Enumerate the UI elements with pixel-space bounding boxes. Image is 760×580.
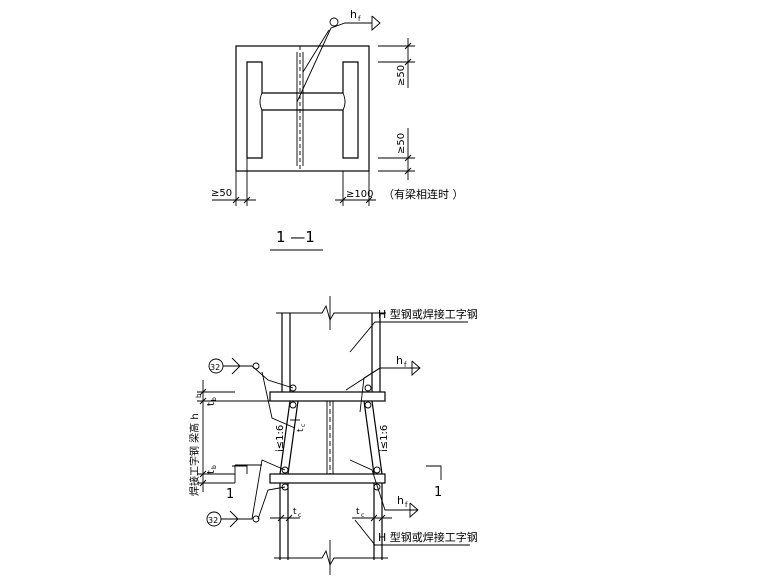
tick-l3 [199, 470, 207, 478]
weld-h-right-bot: h [397, 494, 404, 507]
slope-left: i≤1:6 [275, 425, 286, 452]
end-plate [235, 45, 370, 172]
slope-right-inner [363, 400, 375, 475]
tick-b3 [370, 514, 378, 522]
section-label: 1 —1 [276, 228, 315, 246]
tick-l4 [199, 479, 207, 487]
tick-1 [404, 42, 412, 50]
section-cut-right [426, 465, 442, 480]
bottom-tc-left: t [293, 507, 297, 517]
left-t2-sub: b [211, 465, 218, 469]
left-bot-dot [252, 515, 260, 523]
note-bottom-right: （有梁相连时 ） [383, 187, 464, 201]
weld-leader-right-top [345, 367, 420, 391]
weld-circle-top [329, 17, 339, 27]
weld-joint-7 [281, 483, 289, 491]
weld-joint-2 [364, 384, 372, 392]
weld-joint-6 [373, 466, 381, 474]
h-section-outline [246, 61, 359, 159]
slope-right: i≤1:6 [379, 425, 390, 452]
left-top-arrow [231, 357, 241, 375]
tick-8 [365, 196, 373, 204]
left-vertical-sub: b [195, 393, 203, 398]
weld-leader-top-2 [302, 29, 330, 73]
weld-joint-4 [364, 401, 372, 409]
stiffener-plate-top [269, 391, 386, 402]
bottom-tc-left-sub: c [298, 512, 301, 519]
inner-tc-sub: c [300, 424, 307, 427]
fillet-left [259, 92, 263, 111]
inner-tc: t [296, 428, 306, 432]
stiffener-plate-bottom [269, 473, 386, 484]
weld-h-right-top: h [396, 354, 403, 367]
label-top: H 型钢或焊接工字钢 [378, 307, 478, 321]
tick-b1 [277, 514, 285, 522]
elevation-view: H 型钢或焊接工字钢 H 型钢或焊接工字钢 h f h f 32 32 [188, 296, 478, 575]
left-bot-leader-2 [257, 486, 286, 520]
section-mark-right: 1 [434, 485, 442, 500]
left-vertical-label: 焊接工字钢 梁高 h [188, 413, 201, 496]
bottom-tc-right-sub: c [361, 512, 364, 519]
tick-4 [404, 167, 412, 175]
slope-left-outer [279, 400, 291, 475]
weld-leader-right-top-2 [359, 367, 381, 413]
weld-leader-right-bot [349, 459, 418, 511]
tick-7 [339, 196, 347, 204]
dim-mid-right: ≥50 [396, 133, 407, 154]
tick-l2 [199, 397, 207, 405]
section-1-1: h f ≥50 ≥50 ≥50 ≥100 （有梁相连时 ） 1 —1 [211, 8, 464, 251]
weld-joint-3 [289, 401, 297, 409]
left-t1-sub: b [211, 397, 218, 401]
left-t2: t [206, 470, 217, 474]
weld-joint-1 [289, 384, 297, 392]
weld-flag-top [371, 15, 381, 31]
weld-sub-right-bot: f [405, 501, 408, 509]
bottom-tc-right: t [356, 507, 360, 517]
slope-left-inner [287, 400, 299, 475]
dim-bottom-right: ≥100 [346, 189, 373, 200]
left-bot-arrow [229, 510, 239, 528]
weld-sub-right-top: f [404, 361, 407, 369]
tick-2 [404, 58, 412, 66]
left-top-leader [251, 365, 294, 389]
tick-5 [232, 196, 240, 204]
tick-l1 [199, 388, 207, 396]
label-bottom-leader [354, 519, 470, 546]
left-top-dot [252, 362, 260, 370]
weld-symbol-sub: f [358, 15, 361, 23]
break-line-top [276, 304, 386, 322]
fillet-right [342, 92, 346, 111]
circle-bottom-text: 32 [208, 516, 218, 525]
left-bot-leader [251, 459, 286, 520]
section-mark-left: 1 [226, 487, 234, 502]
label-top-leader [349, 321, 468, 353]
weld-leader-top [296, 22, 372, 103]
section-cut-left [232, 465, 248, 474]
dim-top-right: ≥50 [396, 65, 407, 86]
weld-flag-right-bot [409, 502, 419, 518]
weld-joint-5 [281, 466, 289, 474]
weld-symbol-h: h [350, 8, 357, 21]
dim-bottom-left: ≥50 [211, 188, 232, 199]
circle-top-text: 32 [210, 363, 220, 372]
label-bottom: H 型钢或焊接工字钢 [378, 530, 478, 544]
tick-b4 [378, 514, 386, 522]
tick-6 [243, 196, 251, 204]
slope-right-outer [371, 400, 383, 475]
left-t1: t [206, 402, 217, 406]
left-top-leader-2 [261, 371, 296, 429]
break-line-bottom [274, 549, 388, 567]
tick-3 [404, 154, 412, 162]
tick-b2 [285, 514, 293, 522]
weld-flag-right-top [411, 360, 421, 376]
